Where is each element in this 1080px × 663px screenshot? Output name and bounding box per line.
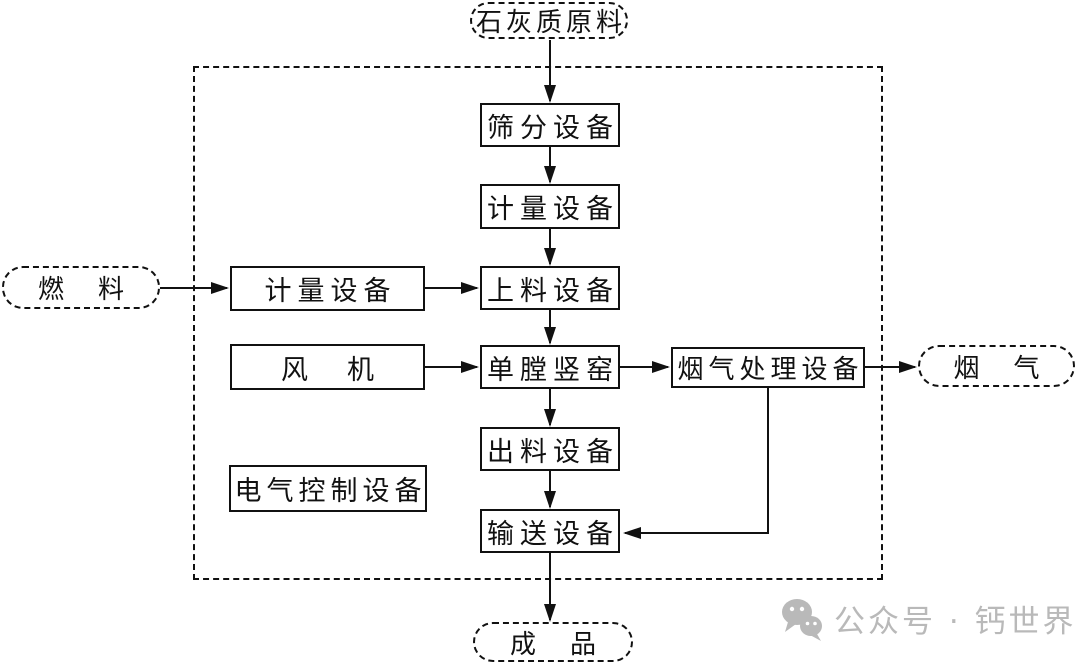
node-metering-equipment-top: 计量设备 (480, 184, 620, 229)
node-single-chamber-shaft-kiln: 单膛竖窑 (480, 345, 620, 389)
watermark-text: 公众号 · 钙世界 (834, 604, 1077, 640)
node-limestone-raw-material: 石灰质原料 (470, 2, 628, 39)
node-fan: 风 机 (230, 344, 425, 390)
system-boundary (193, 66, 883, 580)
node-electrical-control-equipment: 电气控制设备 (229, 465, 427, 512)
node-conveying-equipment: 输送设备 (480, 509, 620, 553)
node-flue-gas: 烟 气 (918, 345, 1075, 387)
watermark: 公众号 · 钙世界 (780, 596, 1077, 641)
node-label: 上料设备 (487, 275, 619, 307)
node-sieving-equipment: 筛分设备 (480, 103, 620, 147)
node-flue-gas-treatment-equipment: 烟气处理设备 (671, 347, 865, 388)
node-label: 出料设备 (487, 436, 619, 468)
node-fuel: 燃 料 (2, 266, 160, 309)
node-label: 成 品 (509, 629, 600, 660)
node-label: 烟气处理设备 (677, 355, 864, 385)
node-label: 输送设备 (487, 518, 619, 550)
node-label: 电气控制设备 (234, 476, 427, 507)
node-label: 筛分设备 (487, 112, 619, 144)
node-label: 计量设备 (264, 276, 397, 307)
node-label: 烟 气 (953, 353, 1044, 384)
node-label: 石灰质原料 (476, 8, 627, 38)
wechat-icon (782, 598, 822, 641)
node-label: 风 机 (281, 354, 380, 386)
node-metering-equipment-fuel: 计量设备 (230, 266, 425, 311)
node-label: 燃 料 (37, 275, 128, 305)
node-feeding-equipment: 上料设备 (480, 266, 620, 310)
node-label: 单膛竖窑 (487, 354, 619, 386)
node-finished-product: 成 品 (473, 622, 633, 662)
node-discharging-equipment: 出料设备 (480, 427, 620, 471)
node-label: 计量设备 (487, 194, 619, 225)
